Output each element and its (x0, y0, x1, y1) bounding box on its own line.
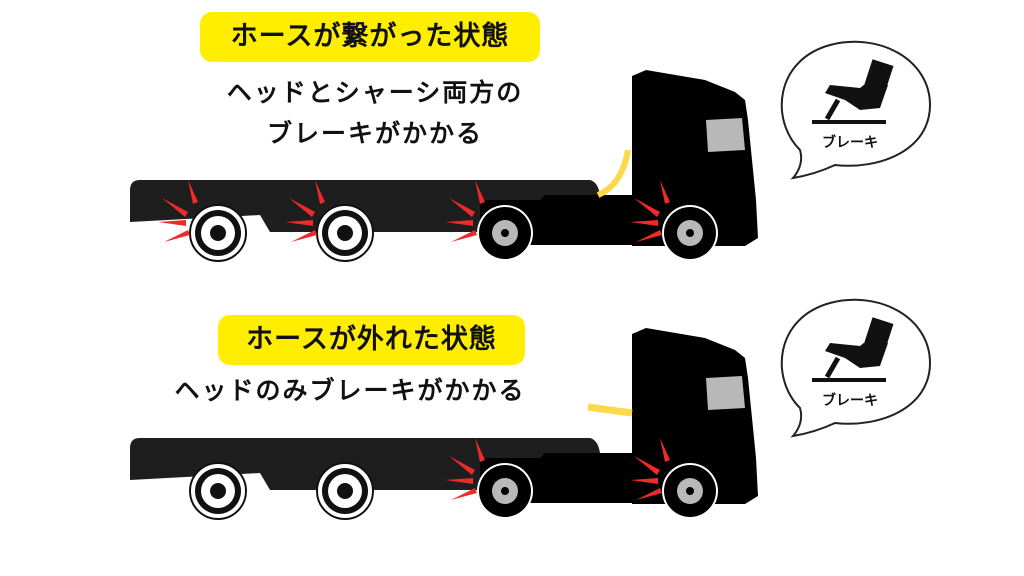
bottom-brake-pedal-bubble (782, 300, 930, 436)
trailer-wheel (189, 204, 247, 262)
top-description-line1: ヘッドとシャーシ両方の (226, 78, 524, 107)
trailer-wheel (316, 462, 374, 520)
top-bubble-label: ブレーキ (822, 135, 878, 151)
bottom-bubble-label: ブレーキ (822, 393, 878, 409)
trailer-wheel (316, 204, 374, 262)
head-wheel (662, 205, 718, 261)
top-brake-pedal-bubble (782, 42, 930, 178)
bottom-state-label: ホースが外れた状態 (218, 315, 525, 365)
trailer-wheel (189, 462, 247, 520)
head-wheel (477, 463, 533, 519)
bottom-description-line1: ヘッドのみブレーキがかかる (174, 376, 526, 405)
head-wheel (477, 205, 533, 261)
head-wheel (662, 463, 718, 519)
top-description-line2: ブレーキがかかる (266, 119, 483, 148)
bottom-description: ヘッドのみブレーキがかかる (140, 370, 560, 411)
top-truck (130, 70, 758, 262)
hose-connected (596, 149, 631, 198)
hose-disconnected (587, 403, 633, 417)
top-state-label: ホースが繋がった状態 (200, 12, 540, 62)
top-description: ヘッドとシャーシ両方の ブレーキがかかる (190, 72, 560, 154)
